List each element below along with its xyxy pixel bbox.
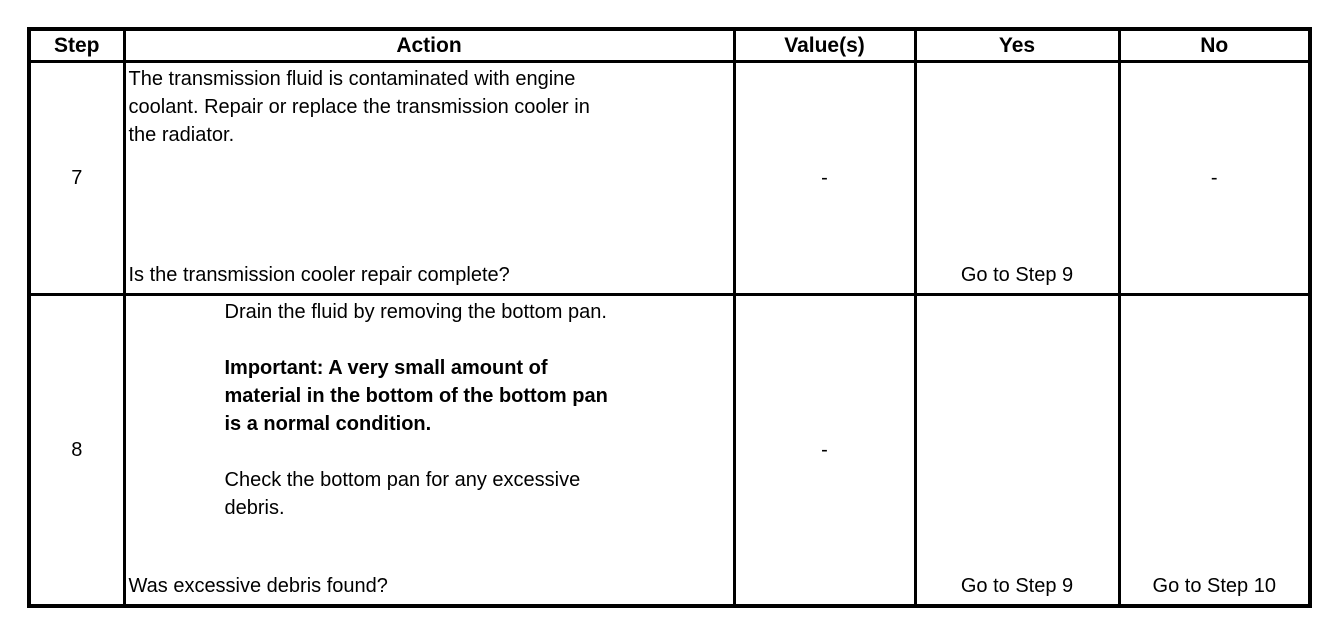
column-header-no: No	[1117, 27, 1312, 63]
step-number: 8	[27, 293, 126, 608]
diagnostic-table: Step Action Value(s) Yes No 7 The transm…	[27, 27, 1312, 608]
value-cell: -	[732, 60, 917, 296]
yes-goto-text: Go to Step 9	[960, 264, 1074, 286]
action-cell: Drain the fluid by removing the bottom p…	[122, 293, 736, 608]
table-header-row: Step Action Value(s) Yes No	[27, 27, 1312, 63]
action-cell: The transmission fluid is contaminated w…	[122, 60, 736, 296]
yes-goto-text: Go to Step 9	[960, 575, 1074, 597]
column-header-action: Action	[122, 27, 736, 63]
action-content: Drain the fluid by removing the bottom p…	[127, 297, 731, 603]
action-question-text: Is the transmission cooler repair comple…	[128, 264, 510, 286]
step-number: 7	[27, 60, 126, 296]
action-check-text: Check the bottom pan for any excessive d…	[224, 469, 581, 519]
column-header-step: Step	[27, 27, 126, 63]
action-content: The transmission fluid is contaminated w…	[127, 65, 731, 292]
no-result-cell: Go to Step 10	[1117, 293, 1312, 608]
value-cell: -	[732, 293, 917, 608]
action-question-text: Was excessive debris found?	[128, 575, 388, 597]
action-important-note: Important: A very small amount of materi…	[224, 357, 608, 435]
column-header-values: Value(s)	[732, 27, 917, 63]
action-intro-text: Drain the fluid by removing the bottom p…	[224, 301, 607, 323]
table-row-step-8: 8 Drain the fluid by removing the bottom…	[27, 293, 1312, 608]
table-row-step-7: 7 The transmission fluid is contaminated…	[27, 60, 1312, 296]
yes-result-cell: Go to Step 9	[913, 293, 1121, 608]
no-result-cell: -	[1117, 60, 1312, 296]
column-header-yes: Yes	[913, 27, 1121, 63]
no-goto-text: Go to Step 10	[1152, 575, 1276, 597]
action-indented-block: Drain the fluid by removing the bottom p…	[225, 298, 730, 522]
yes-result-cell: Go to Step 9	[913, 60, 1121, 296]
action-instruction-text: The transmission fluid is contaminated w…	[128, 68, 590, 146]
